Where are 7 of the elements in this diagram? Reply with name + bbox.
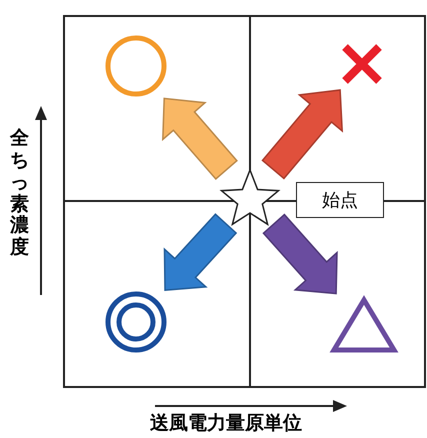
axis-label: 送風電力量原単位 [150, 414, 302, 434]
label-box: 始点 [296, 182, 384, 218]
axis-label: 全ちっ素濃度 [10, 128, 30, 260]
block-arrow [162, 98, 238, 180]
block-arrow [262, 214, 338, 294]
block-arrow [261, 89, 344, 180]
block-arrow [164, 213, 238, 292]
